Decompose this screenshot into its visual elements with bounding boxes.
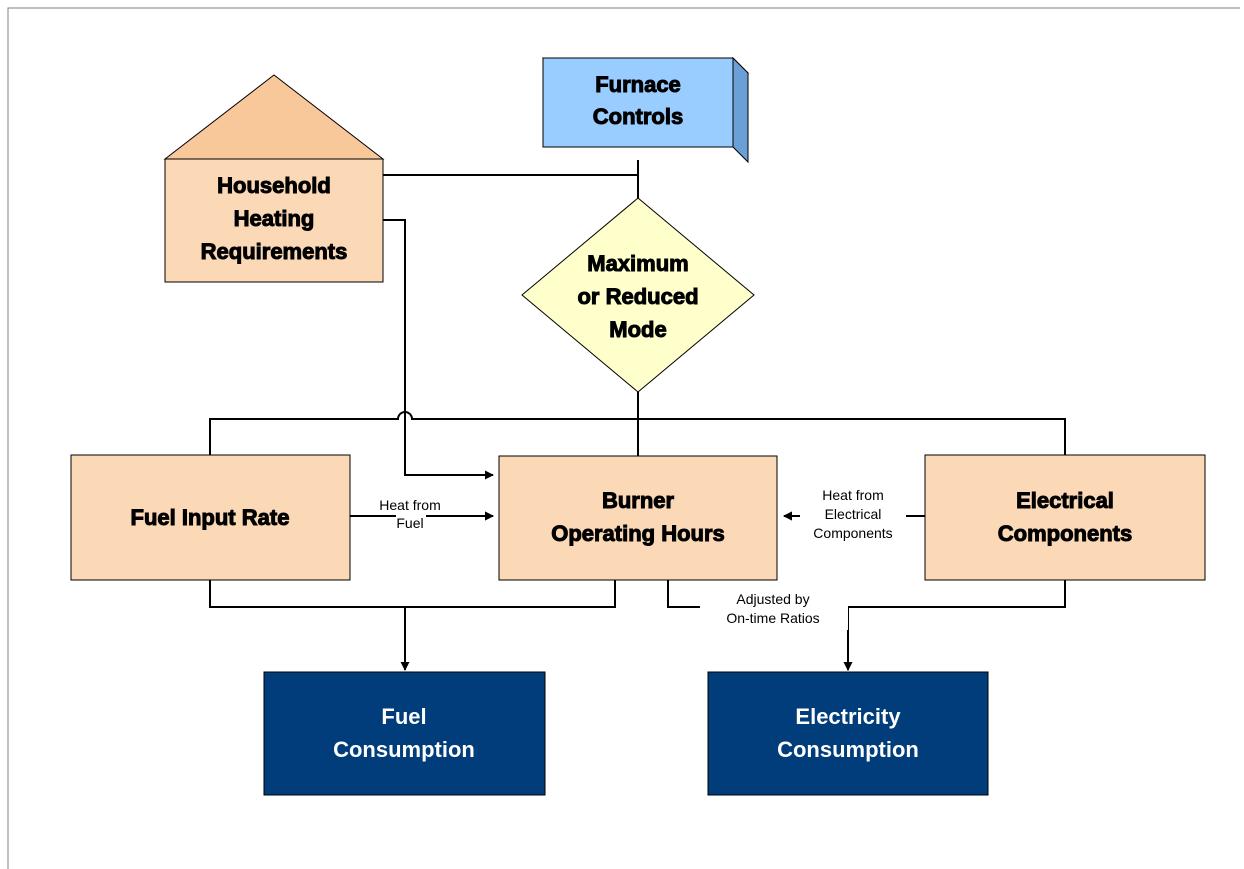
electrical-box <box>924 454 1206 581</box>
household-node: Household Heating Requirements <box>163 74 385 283</box>
heat-from-electrical-label-1: Heat from <box>822 487 883 503</box>
burner-box <box>498 455 778 581</box>
mode-label-3: Mode <box>609 317 666 342</box>
furnace-controls-label-2: Controls <box>593 104 683 129</box>
burner-label-2: Operating Hours <box>551 521 725 546</box>
heat-from-fuel-label-2: Fuel <box>396 515 423 531</box>
mode-label-1: Maximum <box>587 251 688 276</box>
fuel-consumption-label-2: Consumption <box>333 737 475 762</box>
household-label-1: Household <box>217 173 331 198</box>
fuel-consumption-label-1: Fuel <box>381 704 426 729</box>
electricity-consumption-box <box>707 671 989 796</box>
furnace-controls-label-1: Furnace <box>595 72 681 97</box>
electrical-label-1: Electrical <box>1016 488 1114 513</box>
fuel-input-label: Fuel Input Rate <box>131 505 290 530</box>
heat-from-fuel-label-1: Heat from <box>379 497 440 513</box>
electricity-consumption-label-2: Consumption <box>777 737 919 762</box>
burner-node: Burner Operating Hours <box>498 455 778 581</box>
fuel-consumption-node: Fuel Consumption <box>263 671 546 796</box>
fuel-input-node: Fuel Input Rate <box>70 454 351 581</box>
fuel-input-box <box>70 454 351 581</box>
adjusted-label-1: Adjusted by <box>736 591 809 607</box>
household-roof <box>163 74 385 160</box>
heat-from-electrical-label-3: Components <box>813 525 892 541</box>
electrical-label-2: Components <box>998 521 1132 546</box>
furnace-controls-side <box>732 56 749 164</box>
page-border <box>7 7 1240 869</box>
mode-node: Maximum or Reduced Mode <box>521 197 755 393</box>
mode-label-2: or Reduced <box>577 284 698 309</box>
fuel-consumption-box <box>263 671 546 796</box>
mode-diamond <box>521 197 755 393</box>
household-label-2: Heating <box>234 206 315 231</box>
electricity-consumption-node: Electricity Consumption <box>707 671 989 796</box>
furnace-controls-face <box>542 57 734 148</box>
electrical-node: Electrical Components <box>924 454 1206 581</box>
household-body <box>164 158 384 283</box>
fuel-merge-line <box>209 580 616 608</box>
furnace-controls-node: Furnace Controls <box>541 56 750 164</box>
burner-label-1: Burner <box>602 488 675 513</box>
household-label-3: Requirements <box>201 239 348 264</box>
heat-from-electrical-label-2: Electrical <box>825 506 882 522</box>
edge-labels: Heat from Fuel Heat from Electrical Comp… <box>372 486 906 630</box>
electricity-consumption-label-1: Electricity <box>795 704 901 729</box>
household-to-burner-line <box>383 219 494 480</box>
adjusted-label-2: On-time Ratios <box>726 610 819 626</box>
